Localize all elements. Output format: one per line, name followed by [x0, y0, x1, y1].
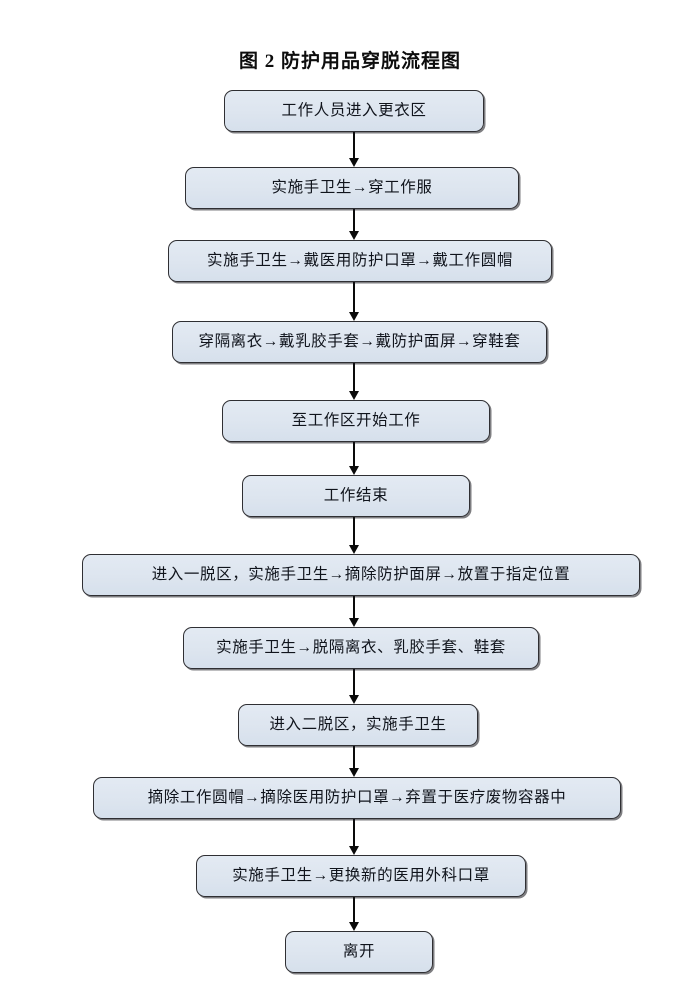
flow-node-label: 至工作区开始工作 [291, 412, 421, 430]
arrowhead-down-icon [349, 545, 359, 554]
connector-shaft [353, 363, 355, 392]
connector-n9-n10 [348, 746, 360, 777]
flow-node-hand-hygiene-work-clothes[interactable]: 实施手卫生→穿工作服 [185, 167, 519, 209]
flow-node-label: 进入二脱区，实施手卫生 [269, 716, 447, 734]
connector-shaft [353, 282, 355, 313]
arrowhead-down-icon [349, 231, 359, 240]
flow-node-label: 工作结束 [323, 487, 389, 505]
connector-n4-n5 [348, 363, 360, 400]
arrowhead-down-icon [349, 695, 359, 704]
arrowhead-down-icon [349, 312, 359, 321]
flow-node-remove-cap-respirator-dispose[interactable]: 摘除工作圆帽→摘除医用防护口罩→弃置于医疗废物容器中 [93, 777, 621, 819]
connector-n6-n7 [348, 517, 360, 554]
flow-node-label: 工作人员进入更衣区 [281, 102, 427, 120]
flow-node-label: 实施手卫生→戴医用防护口罩→戴工作圆帽 [207, 252, 513, 270]
connector-n3-n4 [348, 282, 360, 321]
flow-node-leave[interactable]: 离开 [285, 931, 433, 973]
flow-node-label: 离开 [342, 943, 376, 961]
connector-shaft [353, 746, 355, 769]
flow-node-label: 摘除工作圆帽→摘除医用防护口罩→弃置于医疗废物容器中 [147, 789, 567, 807]
flow-node-label: 实施手卫生→穿工作服 [271, 179, 433, 197]
arrowhead-down-icon [349, 768, 359, 777]
flow-node-label: 进入一脱区，实施手卫生→摘除防护面屏→放置于指定位置 [151, 566, 571, 584]
connector-shaft [353, 517, 355, 546]
arrowhead-down-icon [349, 391, 359, 400]
flow-node-first-doffing-area[interactable]: 进入一脱区，实施手卫生→摘除防护面屏→放置于指定位置 [82, 554, 640, 596]
connector-n7-n8 [348, 596, 360, 627]
connector-n8-n9 [348, 669, 360, 704]
flow-node-hand-hygiene-new-surgical-mask[interactable]: 实施手卫生→更换新的医用外科口罩 [196, 855, 526, 897]
flow-node-label: 实施手卫生→脱隔离衣、乳胶手套、鞋套 [216, 639, 506, 657]
flow-node-label: 穿隔离衣→戴乳胶手套→戴防护面屏→穿鞋套 [198, 333, 521, 351]
connector-n2-n3 [348, 209, 360, 240]
arrowhead-down-icon [349, 846, 359, 855]
arrowhead-down-icon [349, 466, 359, 475]
connector-shaft [353, 132, 355, 159]
flow-node-label: 实施手卫生→更换新的医用外科口罩 [232, 867, 490, 885]
connector-n10-n11 [348, 819, 360, 855]
connector-shaft [353, 897, 355, 923]
connector-shaft [353, 442, 355, 467]
arrowhead-down-icon [349, 618, 359, 627]
flow-node-hand-hygiene-respirator-cap[interactable]: 实施手卫生→戴医用防护口罩→戴工作圆帽 [168, 240, 552, 282]
flow-node-enter-changing-area[interactable]: 工作人员进入更衣区 [224, 90, 484, 132]
arrowhead-down-icon [349, 158, 359, 167]
connector-shaft [353, 596, 355, 619]
page-title: 图 2 防护用品穿脱流程图 [238, 51, 461, 72]
connector-shaft [353, 819, 355, 847]
flow-node-second-doffing-area[interactable]: 进入二脱区，实施手卫生 [238, 704, 478, 746]
connector-shaft [353, 669, 355, 696]
arrowhead-down-icon [349, 922, 359, 931]
flow-node-gown-gloves-faceshield-shoecover[interactable]: 穿隔离衣→戴乳胶手套→戴防护面屏→穿鞋套 [172, 321, 547, 363]
flow-node-start-work[interactable]: 至工作区开始工作 [222, 400, 490, 442]
flow-node-remove-gown-gloves-shoecover[interactable]: 实施手卫生→脱隔离衣、乳胶手套、鞋套 [183, 627, 539, 669]
connector-n5-n6 [348, 442, 360, 475]
connector-n11-n12 [348, 897, 360, 931]
connector-n1-n2 [348, 132, 360, 167]
connector-shaft [353, 209, 355, 232]
flow-node-work-finished[interactable]: 工作结束 [242, 475, 470, 517]
